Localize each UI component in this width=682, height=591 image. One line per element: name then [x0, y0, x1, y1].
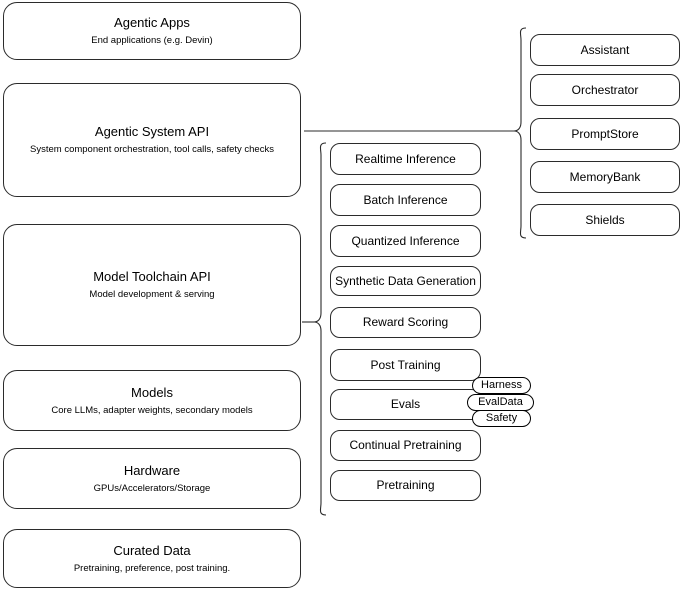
item-label: Realtime Inference [355, 151, 456, 166]
layer-subtitle: End applications (e.g. Devin) [91, 35, 213, 46]
layer-subtitle: GPUs/Accelerators/Storage [93, 482, 211, 494]
layer-title: Model Toolchain API [93, 269, 211, 284]
layer-model-toolchain-api[interactable]: Model Toolchain API Model development & … [3, 224, 301, 346]
layer-title: Agentic System API [94, 124, 210, 139]
layer-subtitle: System component orchestration, tool cal… [30, 144, 274, 155]
layer-title: Hardware [123, 462, 181, 478]
layer-title: Agentic Apps [114, 15, 190, 30]
item-label: Pretraining [376, 478, 435, 492]
toolchain-item-8[interactable]: Pretraining [330, 470, 481, 501]
item-label: Reward Scoring [362, 315, 449, 329]
pill-label: Safety [485, 412, 518, 424]
system-component-3[interactable]: MemoryBank [530, 161, 680, 193]
toolchain-item-7[interactable]: Continual Pretraining [330, 430, 481, 461]
toolchain-item-5[interactable]: Post Training [330, 349, 481, 381]
item-label: Evals [390, 397, 421, 411]
item-label: Orchestrator [571, 82, 639, 97]
item-label: Batch Inference [363, 192, 448, 207]
layer-hardware[interactable]: Hardware GPUs/Accelerators/Storage [3, 448, 301, 509]
pill-label: Harness [481, 379, 522, 391]
layer-subtitle: Core LLMs, adapter weights, secondary mo… [51, 404, 253, 416]
toolchain-item-1[interactable]: Batch Inference [330, 184, 481, 216]
system-component-2[interactable]: PromptStore [530, 118, 680, 150]
layer-models[interactable]: Models Core LLMs, adapter weights, secon… [3, 370, 301, 431]
layer-subtitle: Pretraining, preference, post training. [73, 562, 231, 574]
item-label: Quantized Inference [351, 233, 460, 248]
toolchain-item-0[interactable]: Realtime Inference [330, 143, 481, 175]
layer-title: Curated Data [113, 542, 191, 558]
evals-pill-2[interactable]: Safety [472, 410, 531, 427]
toolchain-item-3[interactable]: Synthetic Data Generation [330, 266, 481, 296]
item-label: MemoryBank [569, 169, 641, 184]
layer-title: Models [131, 384, 173, 400]
evals-pill-1[interactable]: EvalData [467, 394, 534, 411]
evals-pill-0[interactable]: Harness [472, 377, 531, 394]
pill-label: EvalData [478, 396, 523, 408]
item-label: Post Training [370, 357, 441, 372]
item-label: Shields [585, 212, 625, 227]
system-component-0[interactable]: Assistant [530, 34, 680, 66]
layer-agentic-apps[interactable]: Agentic Apps End applications (e.g. Devi… [3, 2, 301, 60]
item-label: Continual Pretraining [349, 438, 462, 452]
model-toolchain-brace [313, 142, 327, 516]
layer-curated-data[interactable]: Curated Data Pretraining, preference, po… [3, 529, 301, 588]
system-component-1[interactable]: Orchestrator [530, 74, 680, 106]
toolchain-item-4[interactable]: Reward Scoring [330, 307, 481, 338]
toolchain-item-6[interactable]: Evals [330, 389, 481, 420]
item-label: PromptStore [571, 126, 639, 141]
item-label: Assistant [580, 42, 630, 57]
agentic-system-brace [513, 27, 527, 239]
toolchain-item-2[interactable]: Quantized Inference [330, 225, 481, 257]
layer-subtitle: Model development & serving [89, 289, 215, 300]
system-component-4[interactable]: Shields [530, 204, 680, 236]
layer-agentic-system-api[interactable]: Agentic System API System component orch… [3, 83, 301, 197]
item-label: Synthetic Data Generation [335, 273, 476, 288]
